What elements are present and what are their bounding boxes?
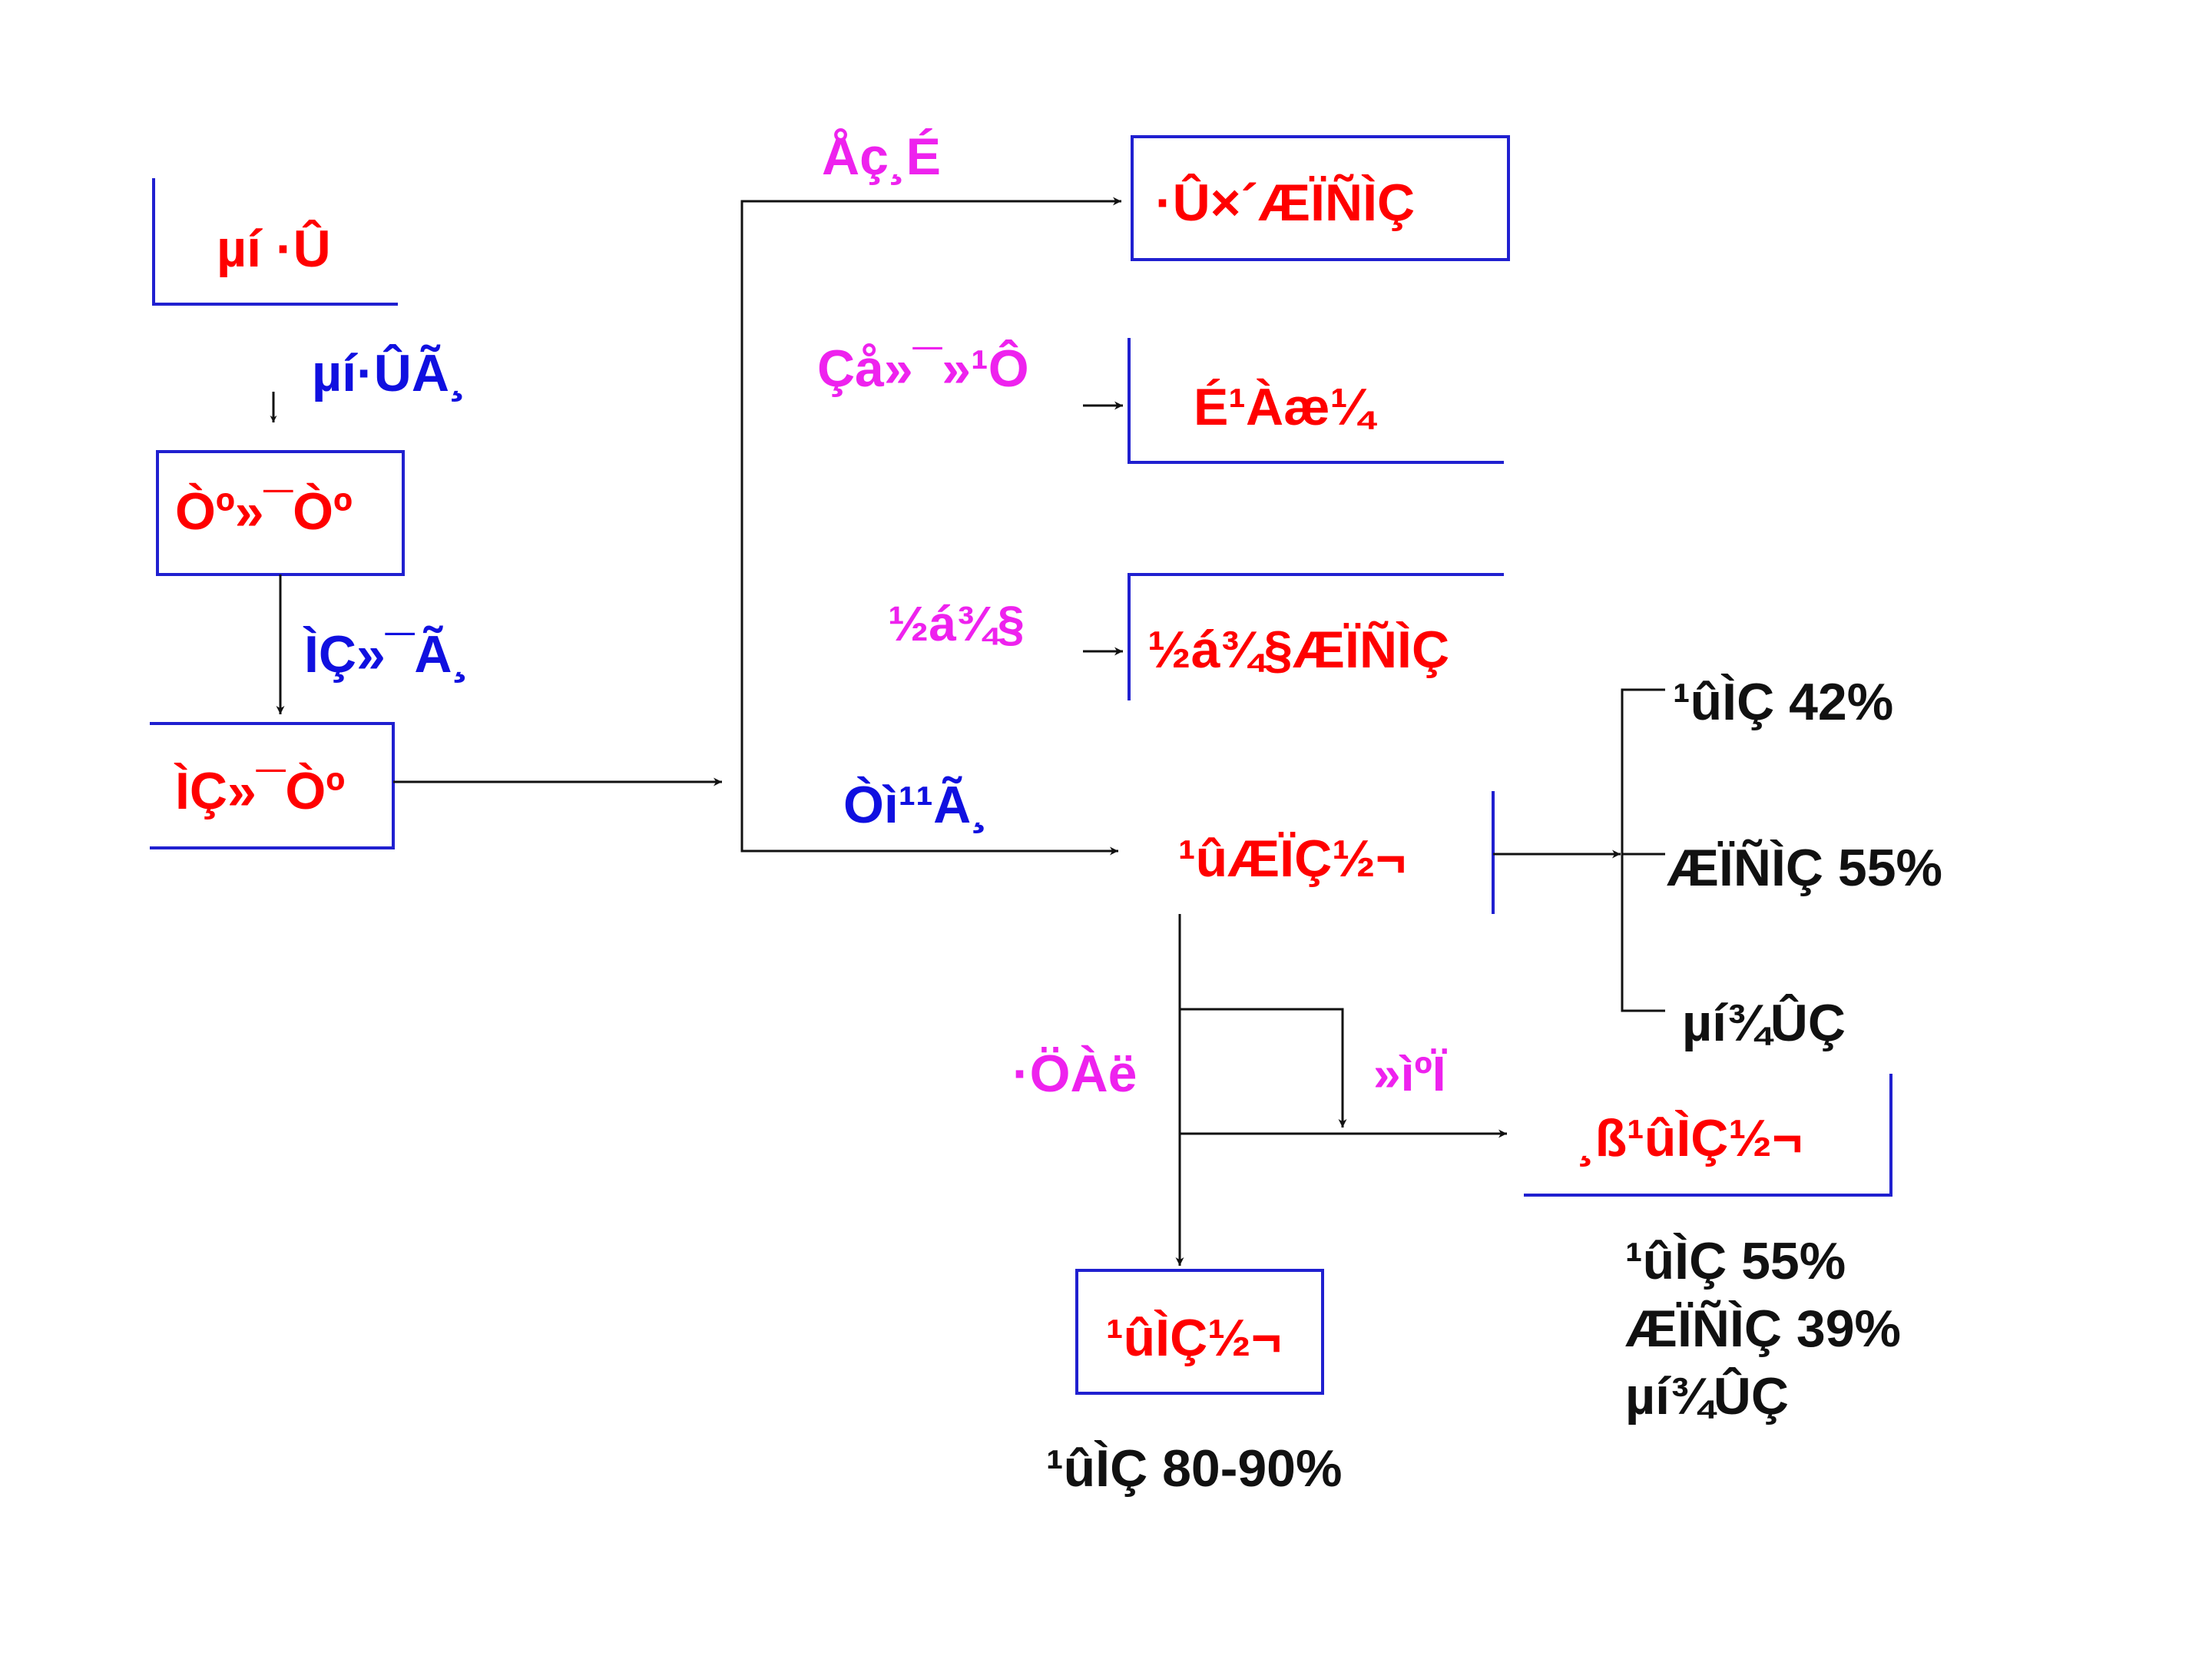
edge-label-mix: Òì¹¹Ã¸: [843, 776, 988, 834]
node-final-right: ¸ß¹ûÌÇ½¬: [1578, 1109, 1803, 1167]
node-out-top: ·Û×´ÆÏÑÌÇ: [1155, 174, 1416, 232]
node-final-bottom: ¹ûÌÇ½¬: [1106, 1309, 1282, 1367]
out-mid2-box-border: [1128, 573, 1504, 700]
node-liquefied: Òº»¯Òº: [175, 482, 353, 541]
mix-composition-3: µí¾ÛÇ: [1682, 994, 1846, 1052]
edge-label-top: Åç¸É: [822, 127, 941, 186]
node-mix: ¹ûÆÏÇ½¬: [1178, 830, 1406, 888]
edge-label-mid2: ½á¾§: [888, 596, 1025, 651]
final-right-composition-2: ÆÏÑÌÇ 39%: [1625, 1300, 1901, 1358]
edge-label-recycle: »ìºÏ: [1373, 1046, 1446, 1101]
final-bottom-box: [1075, 1269, 1324, 1395]
node3-box-border: [150, 722, 395, 849]
final-right-box-border: [1524, 1074, 1892, 1197]
final-bottom-composition: ¹ûÌÇ 80-90%: [1046, 1439, 1343, 1498]
mix-composition-2: ÆÏÑÌÇ 55%: [1667, 839, 1942, 897]
mix-composition-1: ¹ûÌÇ 42%: [1673, 673, 1894, 731]
node-out-mid2: ½á¾§ÆÏÑÌÇ: [1147, 621, 1450, 679]
node-out-mid1: É¹Àæ¼: [1194, 378, 1374, 436]
edge-label-root-node2: µí·ÛÃ¸: [312, 344, 467, 402]
composition-bracket: [1621, 688, 1665, 1012]
edge-label-node2-node3: ÌÇ»¯Ã¸: [304, 625, 470, 684]
out-top-box: [1131, 135, 1510, 261]
final-right-composition-1: ¹ûÌÇ 55%: [1625, 1232, 1846, 1290]
node-saccharified: ÌÇ»¯Òº: [175, 762, 346, 820]
node-root: µí ·Û: [217, 220, 331, 278]
out-mid1-box-border: [1128, 338, 1504, 464]
edge-label-separate: ·ÖÀë: [1012, 1045, 1137, 1103]
split-line: [740, 200, 1118, 856]
recycle-line: [1180, 1008, 1347, 1128]
final-right-composition-3: µí¾ÛÇ: [1625, 1367, 1789, 1426]
edge-label-mid1: Çå»¯»¹Ô­: [817, 339, 1029, 398]
root-box-border: [152, 178, 398, 306]
